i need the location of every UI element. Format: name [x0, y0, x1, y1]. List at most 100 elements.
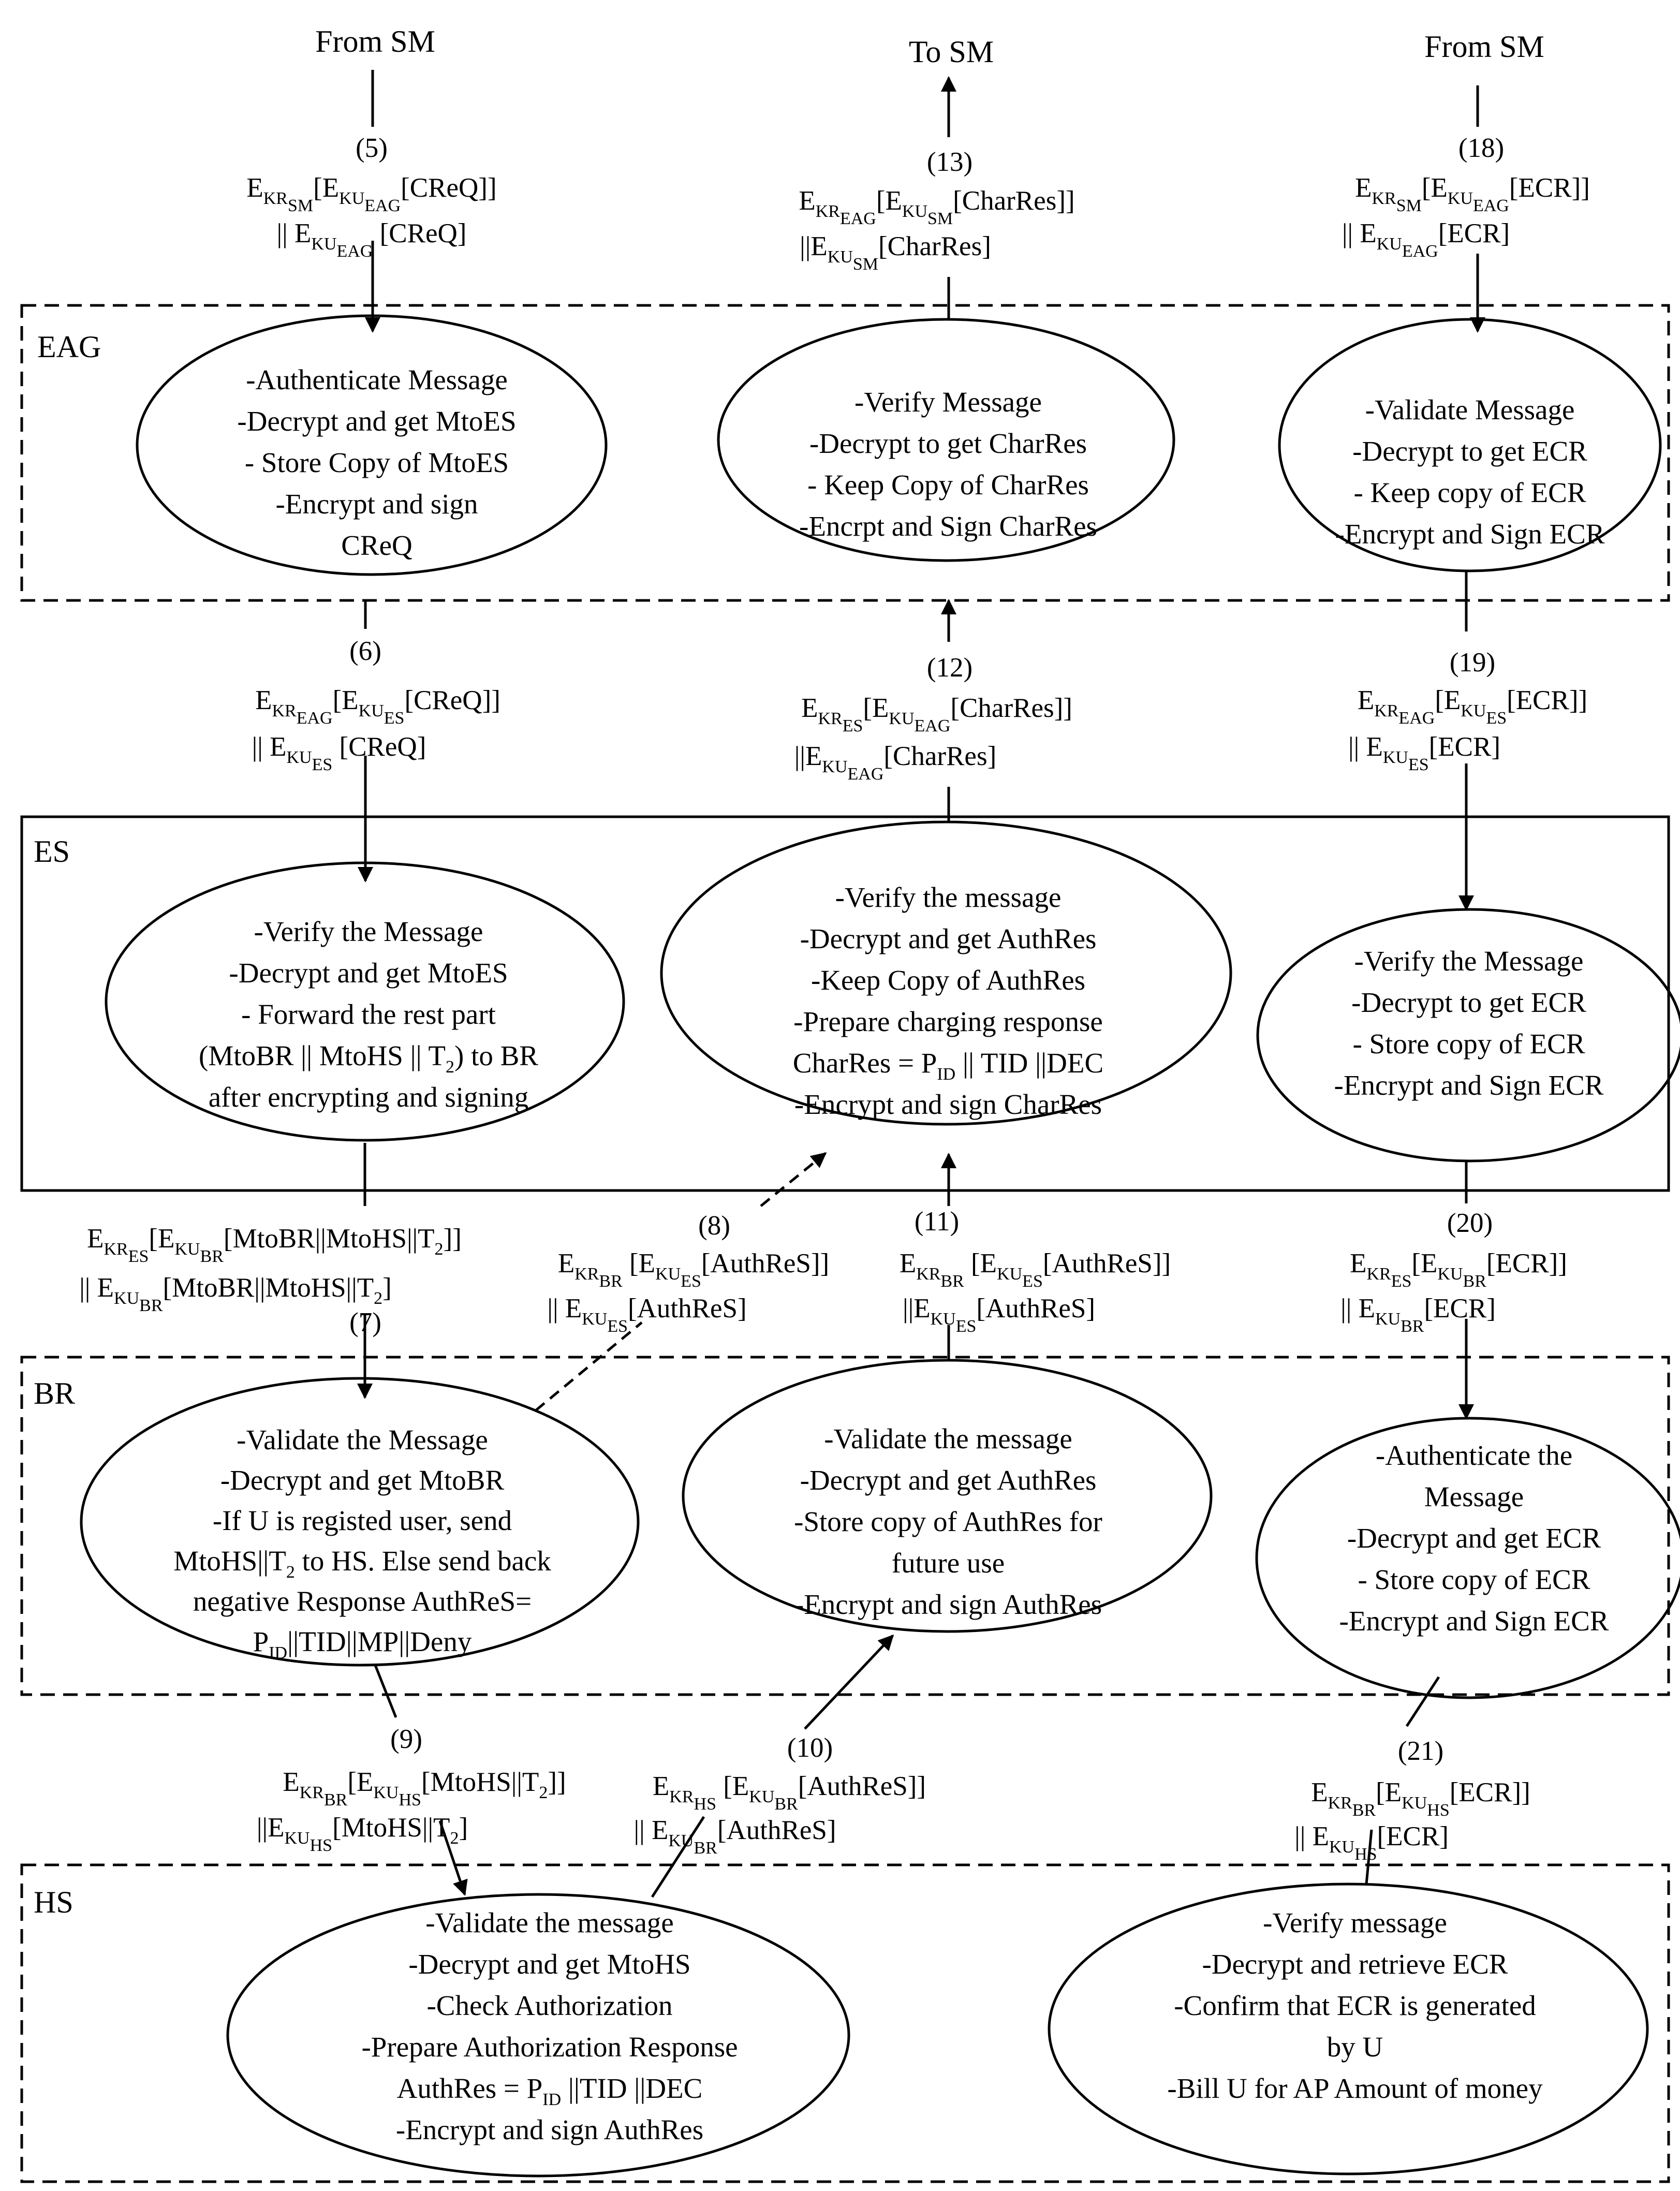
- subscript-text: BR: [1352, 1801, 1376, 1820]
- node-text-line: -Decrypt to get ECR: [1352, 435, 1587, 467]
- br-mid-node-text: -Validate the message-Decrypt and get Au…: [794, 1423, 1102, 1620]
- message-5-line2: || EKUEAG [CReQ]: [277, 218, 467, 261]
- node-text-line: -Verify the Message: [254, 916, 483, 947]
- node-text-line: -Encrypt and sign AuthRes: [396, 2114, 703, 2145]
- label-text: E: [283, 1767, 299, 1797]
- br-zone-box: [20, 1356, 1670, 1696]
- label-text: -Keep Copy of AuthRes: [811, 964, 1085, 996]
- hs-left-node: [226, 1893, 850, 2178]
- message-10-line2: || EKUBR[AuthReS]: [634, 1815, 836, 1858]
- node-text-line: -Prepare Authorization Response: [361, 2031, 738, 2063]
- arrow-step21-top: [1405, 1676, 1440, 1727]
- label-text: [ECR]: [1377, 1821, 1449, 1851]
- message-11-line1: EKRBR [EKUES[AuthReS]]: [900, 1248, 1171, 1291]
- label-text: || E: [1348, 732, 1383, 762]
- label-text: E: [1311, 1777, 1328, 1807]
- label-text: [E: [1376, 1777, 1402, 1807]
- label-text: [ECR]]: [1486, 1248, 1567, 1278]
- message-19-line1: EKREAG[EKUES[ECR]]: [1358, 685, 1587, 728]
- br-mid-node: [682, 1359, 1213, 1633]
- subscript-text: KR: [818, 709, 843, 728]
- subscript-text: KU: [1448, 189, 1473, 208]
- label-text: E: [87, 1224, 104, 1254]
- hs-left-node-text: -Validate the message-Decrypt and get Mt…: [361, 1907, 738, 2145]
- subscript-text: ES: [1486, 709, 1507, 728]
- node-text-line: -Decrypt and retrieve ECR: [1202, 1948, 1508, 1980]
- subscript-text: KR: [574, 1264, 599, 1284]
- node-text-line: negative Response AuthReS=: [193, 1585, 532, 1617]
- subscript-text: KU: [285, 1829, 310, 1848]
- subscript-text: BR: [940, 1272, 964, 1291]
- step-9-label: (9): [390, 1724, 422, 1754]
- subscript-text: HS: [310, 1836, 332, 1855]
- label-text: -Check Authorization: [426, 1990, 672, 2021]
- label-text: -Decrypt and get MtoES: [237, 405, 516, 437]
- label-text: ||E: [257, 1813, 285, 1843]
- to-sm-label: To SM: [909, 35, 994, 69]
- label-text: ]: [459, 1813, 468, 1843]
- message-7-line2: || EKUBR[MtoBR||MtoHS||T2]: [79, 1273, 392, 1315]
- subscript-text: KR: [263, 189, 288, 208]
- node-text-line: CharRes = PID || TID ||DEC: [793, 1047, 1103, 1084]
- label-text: -Verify the Message: [254, 916, 483, 947]
- label-text: - Store copy of ECR: [1358, 1564, 1590, 1595]
- eag-mid-node: [717, 318, 1175, 562]
- node-text-line: MtoHS||T2 to HS. Else send back: [173, 1545, 551, 1582]
- label-text: [CReQ]]: [404, 685, 500, 715]
- subscript-text: KU: [174, 1240, 200, 1259]
- label-text: [CharRes]]: [953, 186, 1074, 216]
- subscript-text: SM: [927, 209, 953, 228]
- node-text-line: -Validate the Message: [237, 1424, 488, 1455]
- subscript-text: ID: [542, 2090, 561, 2109]
- subscript-text: ES: [1408, 755, 1429, 774]
- message-19-line2: || EKUES[ECR]: [1348, 732, 1500, 774]
- node-text-line: -Decrypt to get ECR: [1351, 987, 1586, 1018]
- label-text: P: [253, 1626, 269, 1657]
- subscript-text: KU: [1461, 701, 1486, 720]
- message-10-line1: EKRHS [EKUBR[AuthReS]]: [653, 1771, 926, 1814]
- label-text: -Encrypt and sign: [275, 488, 478, 520]
- label-text: -Decrypt and retrieve ECR: [1202, 1948, 1508, 1980]
- eag-zone-box: [20, 304, 1670, 602]
- label-text: CReQ: [341, 530, 412, 561]
- subscript-text: KU: [655, 1264, 681, 1284]
- arrow-step9: [438, 1820, 468, 1896]
- from-sm-left-label: From SM: [315, 24, 435, 58]
- label-text: -Decrypt and get ECR: [1347, 1522, 1601, 1554]
- eag-right-node-text: -Validate Message-Decrypt to get ECR- Ke…: [1335, 394, 1605, 550]
- subscript-text: ES: [607, 1317, 628, 1336]
- label-text: -Decrypt and get MtoHS: [408, 1948, 690, 1980]
- subscript-text: 2: [446, 1057, 454, 1077]
- node-text-line: (MtoBR || MtoHS || T2) to BR: [199, 1040, 538, 1077]
- subscript-text: KU: [114, 1289, 139, 1308]
- label-text: E: [1355, 173, 1372, 203]
- subscript-text: 2: [450, 1829, 459, 1848]
- message-12-line1: EKRES[EKUEAG[CharRes]]: [801, 693, 1072, 736]
- subscript-text: EAG: [915, 716, 951, 736]
- label-text: after encrypting and signing: [209, 1081, 529, 1113]
- node-text-line: CReQ: [341, 530, 412, 561]
- label-text: -Bill U for AP Amount of money: [1167, 2072, 1543, 2104]
- label-text: [ECR]]: [1450, 1777, 1530, 1807]
- subscript-text: KR: [816, 202, 841, 221]
- message-6-line2: || EKUES [CReQ]: [252, 732, 426, 774]
- node-text-line: -Encrypt and sign: [275, 488, 478, 520]
- label-text: - Store Copy of MtoES: [245, 447, 509, 478]
- message-20-line1: EKRES[EKUBR[ECR]]: [1350, 1248, 1567, 1291]
- node-text-line: Message: [1424, 1481, 1524, 1512]
- label-text: - Store copy of ECR: [1352, 1028, 1585, 1060]
- step-6-label: (6): [349, 636, 381, 666]
- label-text: || E: [79, 1273, 114, 1303]
- label-text: || TID ||DEC: [955, 1047, 1103, 1079]
- subscript-text: KU: [1375, 1310, 1401, 1329]
- node-text-line: -Encrypt and Sign ECR: [1335, 518, 1605, 550]
- node-text-line: -Keep Copy of AuthRes: [811, 964, 1085, 996]
- node-text-line: -Verify the Message: [1354, 945, 1584, 977]
- node-text-line: -If U is registed user, send: [213, 1505, 512, 1536]
- label-text: E: [1350, 1248, 1366, 1278]
- label-text: -Encrypt and Sign ECR: [1335, 518, 1605, 550]
- label-text: [E: [1411, 1248, 1437, 1278]
- label-text: [E: [716, 1771, 749, 1801]
- label-text: [CReQ]: [332, 732, 426, 762]
